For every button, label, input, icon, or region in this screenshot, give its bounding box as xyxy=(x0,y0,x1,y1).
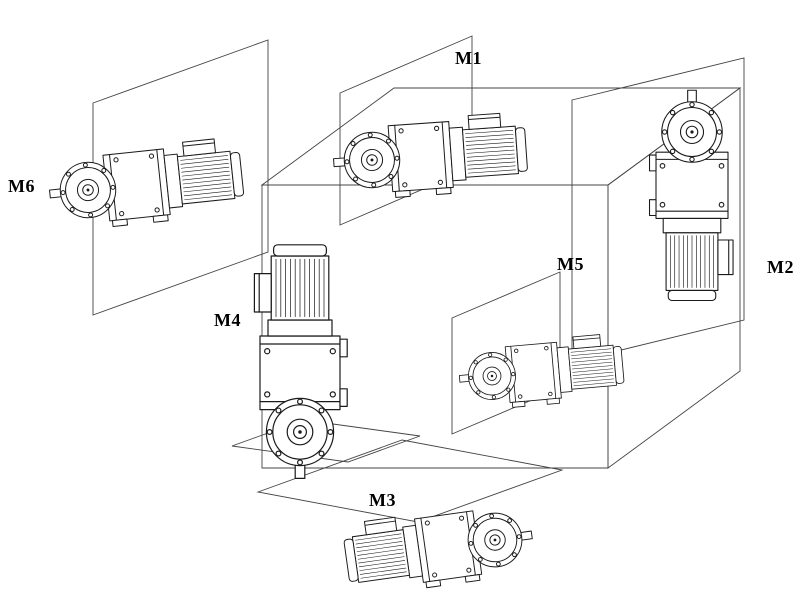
gearmotor-m3-drawing xyxy=(341,498,538,599)
gearmotor-m4-drawing xyxy=(253,244,348,479)
gearmotor-m1-drawing xyxy=(330,111,530,203)
label-m6: M6 xyxy=(8,176,35,196)
projection-plane-m2 xyxy=(571,57,745,363)
label-m1: M1 xyxy=(455,48,482,68)
label-m2: M2 xyxy=(767,257,794,277)
label-m5: M5 xyxy=(557,254,584,274)
gearmotor-m2-drawing xyxy=(648,89,734,302)
label-m3: M3 xyxy=(369,490,396,510)
construction-lines xyxy=(92,35,745,523)
gearmotor-m5-drawing xyxy=(456,332,626,413)
gearmotor-m6-drawing xyxy=(45,135,247,234)
projection-plane-m3 xyxy=(256,439,564,523)
label-m4: M4 xyxy=(214,310,241,330)
projection-plane-m6 xyxy=(92,39,269,316)
